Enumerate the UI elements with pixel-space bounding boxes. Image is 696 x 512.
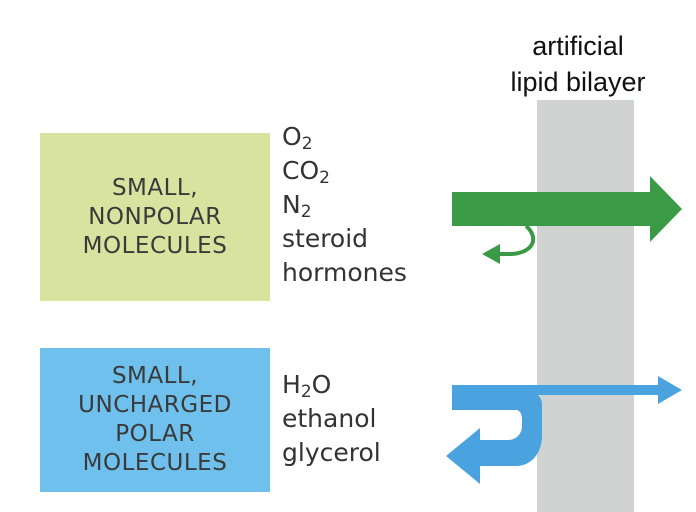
category-label-line: SMALL,	[111, 174, 199, 201]
molecule-co2: CO2	[282, 156, 330, 188]
category-label-line: UNCHARGED	[78, 392, 232, 418]
category-label-line: MOLECULES	[82, 450, 228, 476]
nonpolar-reflect-arrowhead	[482, 244, 500, 264]
lipid-bilayer	[537, 100, 634, 512]
molecule-hormones: hormones	[282, 258, 407, 287]
nonpolar-reflect-arrow	[498, 224, 536, 256]
category-label-line: NONPOLAR	[88, 203, 222, 230]
polar-category-box: SMALL, UNCHARGED POLAR MOLECULES	[40, 348, 270, 492]
molecule-n2: N2	[282, 190, 312, 222]
nonpolar-molecule-list: O2 CO2 N2 steroid hormones	[282, 120, 407, 290]
membrane-label: artificial lipid bilayer	[482, 28, 674, 100]
category-label-line: SMALL,	[111, 363, 199, 389]
molecule-h2o: H2O	[282, 370, 332, 402]
category-label-line: MOLECULES	[82, 232, 228, 259]
nonpolar-category-box: SMALL, NONPOLAR MOLECULES	[40, 133, 270, 301]
category-label-line: POLAR	[115, 421, 195, 447]
polar-reflect-arrow	[446, 392, 542, 484]
molecule-o2: O2	[282, 122, 313, 154]
molecule-ethanol: ethanol	[282, 404, 377, 433]
molecule-steroid: steroid	[282, 224, 369, 253]
nonpolar-cross-arrow	[452, 176, 682, 242]
polar-cross-arrow	[452, 376, 682, 404]
membrane-label-line2: lipid bilayer	[510, 67, 646, 97]
molecule-glycerol: glycerol	[282, 438, 381, 467]
polar-molecule-list: H2O ethanol glycerol	[282, 368, 381, 470]
membrane-label-line1: artificial	[532, 31, 624, 61]
